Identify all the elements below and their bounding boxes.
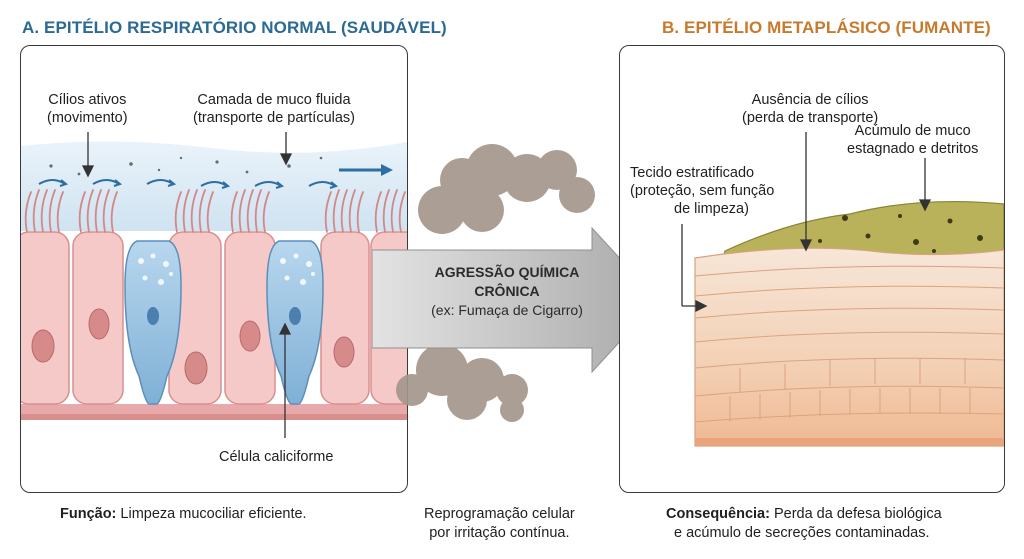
goblet-cells [124,240,324,405]
middle-caption: Reprogramação celular por irritação cont… [424,505,575,543]
function-caption: Função: Limpeza mucociliar eficiente. [60,505,307,524]
cilia-movement-arrows [38,179,339,189]
label-accum-line2: estagnado e detritos [847,141,979,157]
ciliated-cells [21,231,407,405]
panel-b-title: B. EPITÉLIO METAPLÁSICO (FUMANTE) [662,18,991,37]
label-nocilia-line1: Ausência de cílios [751,92,869,108]
label-mucus-line2: (transporte de partículas) [193,110,355,126]
normal-epithelium-illustration [21,132,407,438]
label-goblet-cell: Célula caliciforme [219,449,334,465]
consequence-caption-text2: e acúmulo de secreções contaminadas. [674,525,930,541]
smoke-cloud [396,144,595,422]
label-strat-line1: Tecido estratificado [630,165,755,181]
panel-a-title: A. EPITÉLIO RESPIRATÓRIO NORMAL (SAUDÁVE… [22,18,447,37]
cilia [24,189,406,233]
consequence-caption: Consequência: Perda da defesa biológica … [666,505,942,543]
mucus-layer [21,141,407,231]
label-mucus-line1: Camada de muco fluida [197,92,351,108]
arrow-label-line3: (ex: Fumaça de Cigarro) [431,302,583,318]
consequence-caption-text1: Perda da defesa biológica [769,506,942,522]
label-cilia-line2: (movimento) [47,110,128,126]
label-accum-line1: Acúmulo de muco [854,123,971,139]
panel-metaplastic-epithelium: Ausência de cílios (perda de transporte)… [619,45,1005,493]
cell-dividers [729,358,971,422]
cell-layers [694,265,1004,423]
chemical-aggression-arrow [372,144,659,422]
stratified-tissue [694,247,1004,447]
arrow-label-line1: AGRESSÃO QUÍMICA [434,264,580,280]
panel-normal-epithelium: Cílios ativos (movimento) Camada de muco… [20,45,408,493]
arrow-label-line2: CRÔNICA [474,283,540,299]
middle-caption-line1: Reprogramação celular [424,506,575,522]
label-strat-line3: de limpeza) [674,201,749,217]
middle-caption-line2: por irritação contínua. [429,525,570,541]
label-cilia-line1: Cílios ativos [48,92,127,108]
particles [49,156,323,176]
debris [818,214,983,253]
function-caption-bold: Função: [60,506,117,522]
function-caption-text: Limpeza mucociliar eficiente. [116,506,307,522]
label-nocilia-line2: (perda de transporte) [742,110,879,126]
metaplastic-epithelium-illustration [681,132,1004,447]
consequence-caption-bold: Consequência: [666,506,770,522]
label-strat-line2: (proteção, sem função [630,183,775,199]
